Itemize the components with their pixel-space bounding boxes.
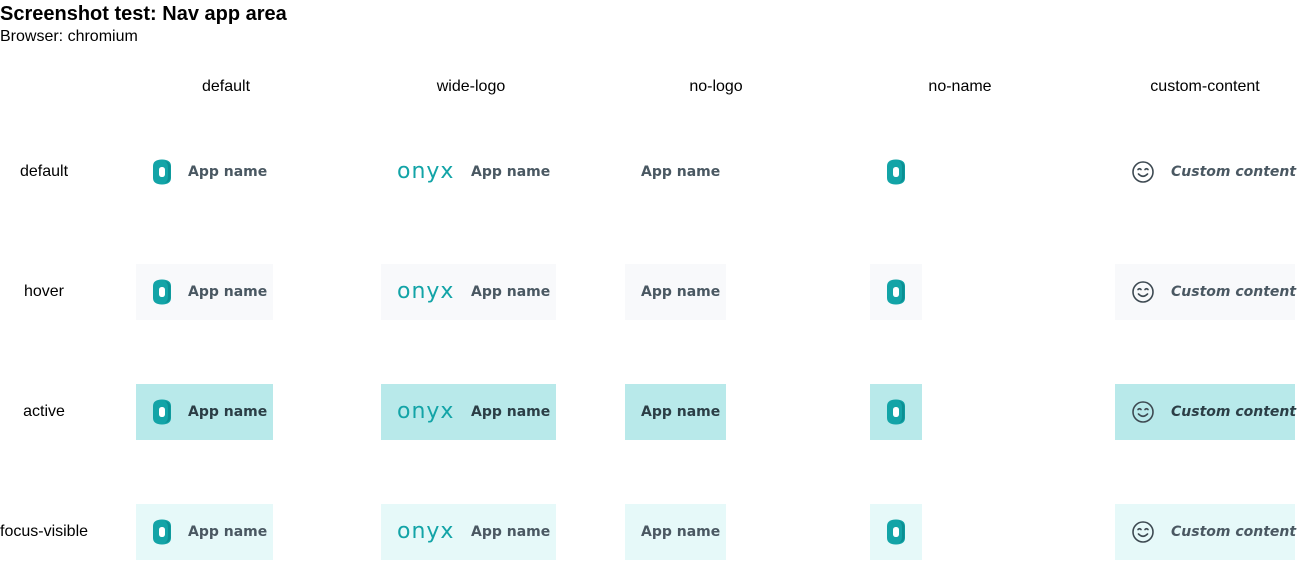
app-name-label: App name xyxy=(471,404,551,420)
app-name-label: App name xyxy=(641,284,721,300)
app-name-label: App name xyxy=(641,404,721,420)
custom-content-label: Custom content xyxy=(1171,404,1297,420)
browser-label: Browser: chromium xyxy=(0,28,138,45)
row-header-default: default xyxy=(19,163,69,180)
svg-text:onyx: onyx xyxy=(397,161,454,183)
app-area-custom-content-hover[interactable]: Custom content xyxy=(1115,264,1297,320)
app-area-default-hover[interactable]: App name xyxy=(136,264,273,320)
row-header-active: active xyxy=(23,403,65,420)
emoji-happy-icon xyxy=(1131,400,1155,424)
onyx-wordmark-logo-icon: onyx xyxy=(397,401,454,423)
svg-text:onyx: onyx xyxy=(397,521,454,543)
app-name-label: App name xyxy=(188,404,268,420)
app-area-custom-content-default[interactable]: Custom content xyxy=(1115,144,1297,200)
onyx-o-logo-icon xyxy=(152,159,172,185)
onyx-o-logo-icon xyxy=(152,279,172,305)
app-area-wide-logo-focus-visible[interactable]: onyx App name xyxy=(381,504,556,560)
custom-content-label: Custom content xyxy=(1171,164,1297,180)
emoji-happy-icon xyxy=(1131,160,1155,184)
onyx-o-logo-icon xyxy=(886,519,906,545)
column-header-wide-logo: wide-logo xyxy=(436,78,506,95)
app-name-label: App name xyxy=(471,284,551,300)
column-header-custom-content: custom-content xyxy=(1150,78,1260,95)
onyx-wordmark-logo-icon: onyx xyxy=(397,161,454,183)
onyx-o-logo-icon xyxy=(152,519,172,545)
app-area-default-default[interactable]: App name xyxy=(136,144,273,200)
onyx-o-logo-icon xyxy=(152,399,172,425)
onyx-o-logo-icon xyxy=(886,399,906,425)
emoji-happy-icon xyxy=(1131,520,1155,544)
app-area-default-active[interactable]: App name xyxy=(136,384,273,440)
row-header-hover: hover xyxy=(23,283,65,300)
app-area-wide-logo-default[interactable]: onyx App name xyxy=(381,144,556,200)
app-name-label: App name xyxy=(471,524,551,540)
page-title: Screenshot test: Nav app area xyxy=(0,3,287,25)
onyx-wordmark-logo-icon: onyx xyxy=(397,521,454,543)
svg-text:onyx: onyx xyxy=(397,401,454,423)
onyx-o-logo-icon xyxy=(886,279,906,305)
app-area-no-logo-default[interactable]: App name xyxy=(625,144,726,200)
column-header-default: default xyxy=(201,78,251,95)
onyx-wordmark-logo-icon: onyx xyxy=(397,281,454,303)
custom-content-label: Custom content xyxy=(1171,524,1297,540)
row-header-focus-visible: focus-visible xyxy=(0,523,89,540)
app-name-label: App name xyxy=(188,284,268,300)
app-area-no-logo-focus-visible[interactable]: App name xyxy=(625,504,726,560)
app-area-default-focus-visible[interactable]: App name xyxy=(136,504,273,560)
app-area-wide-logo-active[interactable]: onyx App name xyxy=(381,384,556,440)
app-area-wide-logo-hover[interactable]: onyx App name xyxy=(381,264,556,320)
svg-text:onyx: onyx xyxy=(397,281,454,303)
app-area-custom-content-focus-visible[interactable]: Custom content xyxy=(1115,504,1297,560)
app-name-label: App name xyxy=(188,164,268,180)
onyx-o-logo-icon xyxy=(886,159,906,185)
emoji-happy-icon xyxy=(1131,280,1155,304)
app-area-no-logo-hover[interactable]: App name xyxy=(625,264,726,320)
app-area-no-name-focus-visible[interactable] xyxy=(870,504,922,560)
column-header-no-name: no-name xyxy=(928,78,992,95)
custom-content-label: Custom content xyxy=(1171,284,1297,300)
app-name-label: App name xyxy=(641,524,721,540)
column-header-no-logo: no-logo xyxy=(689,78,743,95)
app-area-no-name-active[interactable] xyxy=(870,384,922,440)
app-area-no-logo-active[interactable]: App name xyxy=(625,384,726,440)
app-name-label: App name xyxy=(188,524,268,540)
app-name-label: App name xyxy=(471,164,551,180)
app-area-custom-content-active[interactable]: Custom content xyxy=(1115,384,1297,440)
app-area-no-name-hover[interactable] xyxy=(870,264,922,320)
app-name-label: App name xyxy=(641,164,721,180)
app-area-no-name-default[interactable] xyxy=(870,144,922,200)
